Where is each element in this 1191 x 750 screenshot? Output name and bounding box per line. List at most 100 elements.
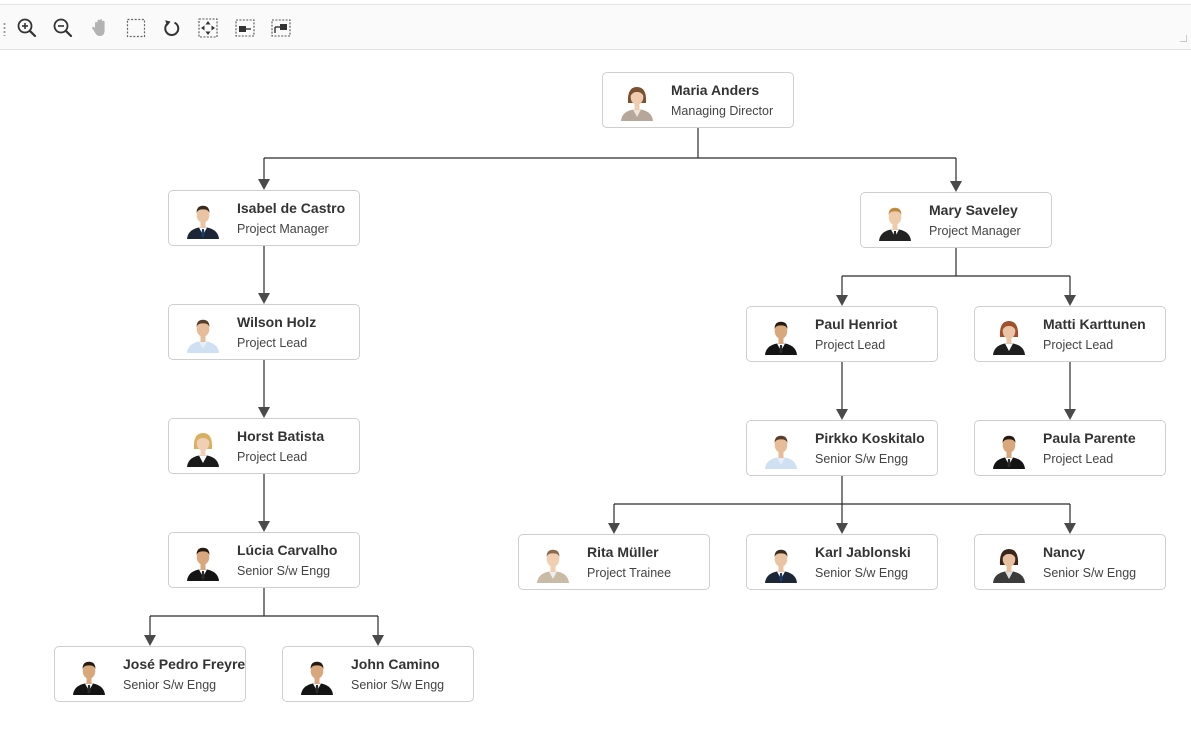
avatar-icon [187, 433, 219, 467]
connector-arrowhead [258, 179, 270, 190]
avatar [875, 201, 915, 241]
employee-name: Maria Anders [671, 82, 760, 98]
employee-role: Senior S/w Engg [815, 566, 909, 580]
zoom-in-button[interactable] [15, 16, 39, 40]
employee-role: Senior S/w Engg [237, 564, 331, 578]
employee-role: Senior S/w Engg [1043, 566, 1137, 580]
connector-arrowhead [144, 635, 156, 646]
avatar [989, 543, 1029, 583]
avatar-icon [765, 549, 797, 583]
collapse-button[interactable] [233, 16, 257, 40]
toolbar-grip-handle[interactable] [3, 22, 6, 36]
employee-name: Karl Jablonski [815, 544, 911, 560]
avatar [989, 429, 1029, 469]
avatar [761, 543, 801, 583]
avatar [183, 313, 223, 353]
employee-name: Horst Batista [237, 428, 325, 444]
reset-rotate-icon [164, 20, 180, 36]
employee-role: Senior S/w Engg [815, 452, 909, 466]
expand-button[interactable] [269, 16, 293, 40]
fit-to-page-button[interactable] [196, 16, 220, 40]
pan-button[interactable] [88, 16, 112, 40]
employee-name: Paula Parente [1043, 430, 1136, 446]
employee-role: Project Manager [237, 222, 329, 236]
connector-arrowhead [258, 293, 270, 304]
avatar [69, 655, 109, 695]
hand-pan-icon [92, 19, 105, 36]
connector-arrowhead [1064, 523, 1076, 534]
zoom-out-button[interactable] [51, 16, 75, 40]
avatar-icon [73, 661, 105, 695]
connector-arrowhead [836, 409, 848, 420]
employee-role: Senior S/w Engg [123, 678, 217, 692]
avatar [617, 81, 657, 121]
avatar-icon [621, 87, 653, 121]
employee-name: Paul Henriot [815, 316, 898, 332]
avatar-icon [993, 321, 1025, 355]
employee-name: Rita Müller [587, 544, 659, 560]
avatar-icon [187, 319, 219, 353]
avatar-icon [765, 435, 797, 469]
employee-role: Project Trainee [587, 566, 672, 580]
connector-arrowhead [836, 523, 848, 534]
avatar-icon [765, 321, 797, 355]
employee-name: Pirkko Koskitalo [815, 430, 925, 446]
marquee-select-icon [126, 18, 146, 38]
fit-to-page-icon [198, 18, 218, 38]
avatar-icon [537, 549, 569, 583]
employee-name: Lúcia Carvalho [237, 542, 338, 558]
employee-name: Isabel de Castro [237, 200, 346, 216]
avatar [183, 541, 223, 581]
avatar [761, 315, 801, 355]
employee-name: José Pedro Freyre [123, 656, 246, 672]
avatar [989, 315, 1029, 355]
connector-arrowhead [836, 295, 848, 306]
employee-role: Project Lead [815, 338, 886, 352]
avatar [533, 543, 573, 583]
connector-arrowhead [258, 521, 270, 532]
collapse-nodes-icon [235, 19, 255, 37]
avatar [183, 199, 223, 239]
employee-role: Project Manager [929, 224, 1021, 238]
employee-name: Nancy [1043, 544, 1086, 560]
avatar-icon [993, 549, 1025, 583]
employee-role: Managing Director [671, 104, 774, 118]
diagram-toolbar [0, 4, 1191, 50]
employee-role: Project Lead [1043, 338, 1114, 352]
avatar-icon [879, 207, 911, 241]
connector-arrowhead [1064, 295, 1076, 306]
toolbar-overflow-indicator [1180, 35, 1187, 42]
employee-role: Project Lead [237, 336, 308, 350]
employee-role: Senior S/w Engg [351, 678, 445, 692]
avatar [297, 655, 337, 695]
avatar-icon [993, 435, 1025, 469]
connector-arrowhead [1064, 409, 1076, 420]
select-button[interactable] [124, 16, 148, 40]
connector-arrowhead [258, 407, 270, 418]
connector-arrowhead [608, 523, 620, 534]
reset-button[interactable] [160, 16, 184, 40]
employee-name: John Camino [351, 656, 440, 672]
zoom-out-icon [53, 18, 73, 38]
employee-name: Mary Saveley [929, 202, 1018, 218]
expand-nodes-icon [271, 19, 291, 37]
employee-name: Wilson Holz [237, 314, 317, 330]
zoom-in-icon [17, 18, 37, 38]
avatar-icon [187, 547, 219, 581]
